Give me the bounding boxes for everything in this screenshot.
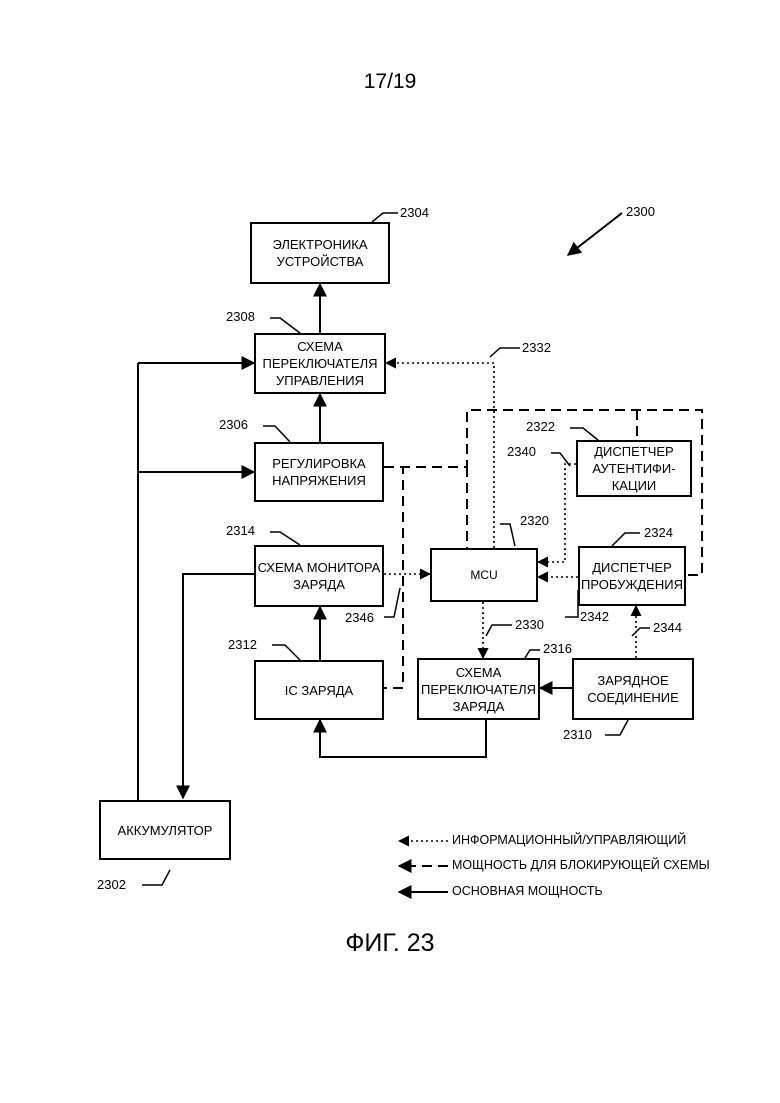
- ref-monitor-line: 2346: [345, 610, 374, 625]
- power-line-switch-to-ic: [320, 720, 486, 757]
- charge-switch-block: СХЕМА ПЕРЕКЛЮЧАТЕЛЯ ЗАРЯДА: [417, 658, 540, 720]
- ref-control-switch: 2308: [226, 309, 255, 324]
- ref-charge-monitor: 2314: [226, 523, 255, 538]
- legend-main-power: ОСНОВНАЯ МОЩНОСТЬ: [452, 884, 603, 898]
- legend-lockout-power: МОЩНОСТЬ ДЛЯ БЛОКИРУЮЩЕЙ СХЕМЫ: [452, 858, 710, 872]
- ref-charge-switch: 2316: [543, 641, 572, 656]
- mcu-block: MCU: [430, 548, 538, 602]
- ref-mcu-to-switch: 2330: [515, 617, 544, 632]
- figure-pointer-arrow: [568, 213, 622, 255]
- ref-charge-connection: 2310: [563, 727, 592, 742]
- battery-block: АККУМУЛЯТОР: [99, 800, 231, 860]
- figure-title: ФИГ. 23: [0, 929, 780, 958]
- auth-manager-block: ДИСПЕТЧЕР АУТЕНТИФИ- КАЦИИ: [576, 440, 692, 497]
- ref-connection-to-wake: 2344: [653, 620, 682, 635]
- wake-manager-block: ДИСПЕТЧЕР ПРОБУЖДЕНИЯ: [578, 546, 686, 606]
- ref-wake-line: 2342: [580, 609, 609, 624]
- ref-device-electronics: 2304: [400, 205, 429, 220]
- control-switch-block: СХЕМА ПЕРЕКЛЮЧАТЕЛЯ УПРАВЛЕНИЯ: [254, 333, 386, 394]
- charge-monitor-block: СХЕМА МОНИТОРА ЗАРЯДА: [254, 545, 384, 607]
- ref-mcu: 2320: [520, 513, 549, 528]
- legend-info-control: ИНФОРМАЦИОННЫЙ/УПРАВЛЯЮЩИЙ: [452, 833, 686, 847]
- lockout-line-to-ic: [384, 467, 403, 688]
- ref-figure: 2300: [626, 204, 655, 219]
- ref-wake-manager: 2324: [644, 525, 673, 540]
- ref-charge-ic: 2312: [228, 637, 257, 652]
- charge-ic-block: IC ЗАРЯДА: [254, 660, 384, 720]
- ref-auth-manager: 2322: [526, 419, 555, 434]
- ref-battery: 2302: [97, 877, 126, 892]
- power-line-monitor-to-battery: [183, 574, 254, 798]
- ref-info-line-top: 2332: [522, 340, 551, 355]
- device-electronics-block: ЭЛЕКТРОНИКА УСТРОЙСТВА: [250, 222, 390, 284]
- ref-voltage-regulation: 2306: [219, 417, 248, 432]
- voltage-regulation-block: РЕГУЛИРОВКА НАПРЯЖЕНИЯ: [254, 442, 384, 502]
- ref-dotted-auth: 2340: [507, 444, 536, 459]
- charge-connection-block: ЗАРЯДНОЕ СОЕДИНЕНИЕ: [572, 658, 694, 720]
